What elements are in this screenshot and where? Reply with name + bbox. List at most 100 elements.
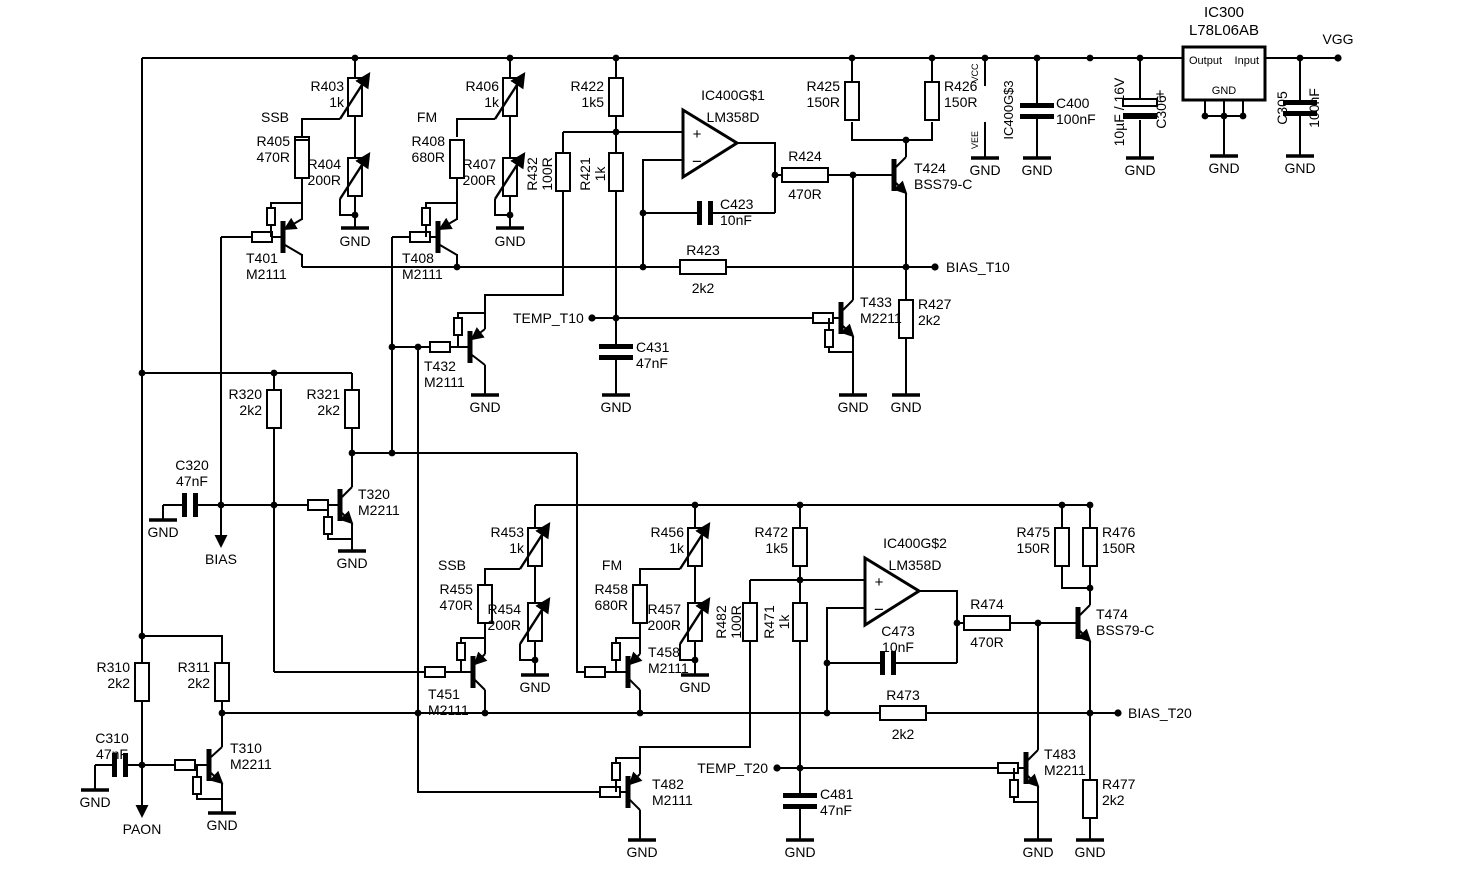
label-nets-gnd: GND — [206, 817, 237, 833]
label-resistors-R476-value: 150R — [1102, 540, 1135, 556]
trimmer-wiper-arrow-R454 — [518, 597, 551, 645]
label-capacitors-C305-ref: C305 — [1274, 91, 1290, 125]
junction-dot — [636, 709, 644, 717]
transistor-T408-symbol — [392, 202, 458, 256]
label-resistors-R475-ref: R475 — [1017, 524, 1051, 540]
wire — [301, 118, 340, 137]
net-terminal-dot-vgg — [1334, 54, 1342, 62]
junction-dot — [506, 54, 514, 62]
label-transistors-T401-ref: T401 — [246, 250, 278, 266]
label-ics-ic300-pin_gnd: GND — [1212, 85, 1237, 97]
junction-dot — [218, 709, 226, 717]
label-nets-gnd: GND — [339, 233, 370, 249]
transistor-T432-symbol — [392, 312, 486, 366]
label-resistors-R423-value: 2k2 — [692, 280, 715, 296]
label-nets-gnd: GND — [890, 399, 921, 415]
trimmer-wiper-arrow-R456 — [678, 522, 711, 570]
label-ics-ic300-pin_output: Output — [1189, 55, 1222, 67]
label-capacitors-C306-polarity: + — [1156, 86, 1165, 103]
wire — [642, 159, 683, 267]
junction-dot — [953, 619, 961, 627]
ic300-regulator-box — [1181, 45, 1267, 102]
label-resistors-R477-ref: R477 — [1102, 776, 1136, 792]
label-nets-gnd: GND — [1284, 160, 1315, 176]
label-resistors-R453-value: 1k — [509, 540, 525, 556]
label-capacitors-C473-value: 10nF — [882, 639, 914, 655]
capacitor-C400 — [1020, 114, 1054, 119]
label-ics-ic300-part: L78L06AB — [1189, 22, 1259, 39]
label-transistors-T408-ref: T408 — [402, 250, 434, 266]
label-ics-opamp1-part: LM358D — [707, 109, 760, 125]
label-transistors-T433-ref: T433 — [860, 294, 892, 310]
trimmer-wiper-arrow-R404 — [338, 152, 371, 200]
label-nets-gnd: GND — [147, 524, 178, 540]
junction-dot — [928, 54, 936, 62]
resistor-R455 — [477, 584, 493, 624]
label-capacitors-C306-value: 10µF / 16V — [1111, 77, 1127, 146]
wire — [519, 644, 535, 661]
label-ics-opamp2-minus: − — [874, 600, 884, 619]
label-resistors-R454-ref: R454 — [488, 601, 522, 617]
label-transistors-T451-ref: T451 — [428, 686, 460, 702]
capacitor-C423 — [708, 201, 713, 225]
transistor-T320-symbol — [198, 486, 354, 540]
resistor-R472 — [792, 527, 808, 567]
junction-dot — [1086, 54, 1094, 62]
label-resistors-R456-ref: R456 — [651, 524, 685, 540]
resistor-R405 — [294, 139, 310, 179]
wire — [494, 199, 510, 216]
label-nets-bias_t20: BIAS_T20 — [1128, 705, 1192, 721]
label-resistors-R472-ref: R472 — [755, 524, 789, 540]
label-capacitors-C423-value: 10nF — [720, 212, 752, 228]
resistor-R477 — [1082, 779, 1098, 819]
wire — [1061, 566, 1090, 589]
label-resistors-R405-value: 470R — [257, 149, 290, 165]
junction-dot — [1033, 54, 1041, 62]
label-capacitors-C320-ref: C320 — [175, 457, 209, 473]
label-resistors-R457-ref: R457 — [648, 601, 682, 617]
wire — [484, 191, 564, 329]
label-resistors-R458-ref: R458 — [595, 581, 629, 597]
label-ics-opamp2-ref: IC400G$2 — [883, 535, 947, 551]
label-capacitors-C431-ref: C431 — [636, 339, 670, 355]
label-nets-fm: FM — [417, 109, 437, 125]
label-ics-ic300-pin_input: Input — [1235, 55, 1259, 67]
resistor-R424 — [781, 167, 829, 183]
label-resistors-R408-ref: R408 — [412, 133, 446, 149]
resistor-R458 — [632, 584, 648, 624]
label-nets-vgg: VGG — [1322, 31, 1353, 47]
label-capacitors-C310-ref: C310 — [95, 730, 129, 746]
label-ics-opamp1-plus: + — [693, 126, 702, 143]
label-resistors-R422-value: 1k5 — [581, 94, 604, 110]
junction-dot — [453, 263, 461, 271]
label-resistors-R456-value: 1k — [669, 540, 685, 556]
trimmer-wiper-arrow-R403 — [338, 72, 371, 120]
label-nets-bias: BIAS — [205, 551, 237, 567]
label-resistors-R408-value: 680R — [412, 149, 445, 165]
junction-dot — [796, 764, 804, 772]
transistor-T483-symbol — [777, 749, 1040, 803]
label-transistors-T424-ref: T424 — [914, 160, 946, 176]
label-resistors-R475-value: 150R — [1017, 540, 1050, 556]
label-resistors-R311-value: 2k2 — [187, 675, 210, 691]
label-nets-gnd: GND — [519, 679, 550, 695]
label-resistors-R482-value: 100R — [728, 605, 744, 638]
opamp-symbol — [863, 555, 922, 628]
label-resistors-R406-ref: R406 — [466, 78, 500, 94]
label-transistors-T320-ref: T320 — [358, 486, 390, 502]
label-nets-gnd: GND — [1021, 162, 1052, 178]
label-resistors-R320-ref: R320 — [229, 386, 263, 402]
junction-dot — [351, 211, 359, 219]
label-transistors-T310-ref: T310 — [230, 740, 262, 756]
label-resistors-R310-value: 2k2 — [107, 675, 130, 691]
resistor-R311 — [214, 662, 230, 702]
label-transistors-T483-part: M2211 — [1044, 762, 1086, 778]
junction-dot — [612, 128, 620, 136]
resistor-R432 — [555, 152, 571, 192]
label-transistors-T408-part: M2111 — [402, 266, 443, 282]
resistor-R321 — [344, 389, 360, 429]
junction-dot — [414, 709, 422, 717]
label-transistors-T320-part: M2211 — [358, 502, 400, 518]
junction-dot — [796, 576, 804, 584]
